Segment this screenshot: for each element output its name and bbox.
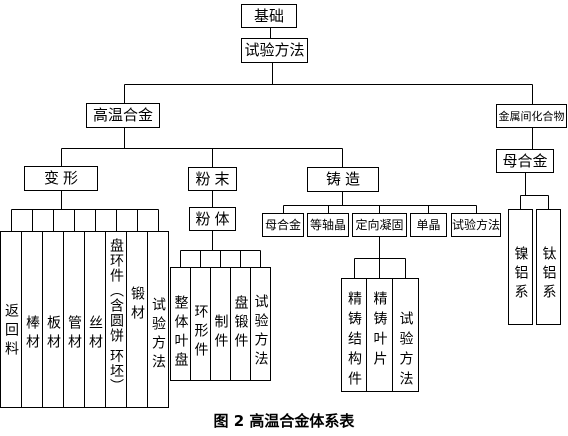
- cast-item-label: 单晶: [416, 218, 441, 232]
- method-node-label: 试验方法: [244, 41, 305, 59]
- wrought-item: 返回料: [0, 231, 22, 408]
- intermetallic-node: 金属间化合物: [496, 104, 567, 128]
- directional-item: 试验方法: [392, 278, 419, 392]
- cast-item: 等轴晶: [307, 213, 349, 237]
- cast-item-label: 试验方法: [452, 218, 501, 232]
- cast-node-label: 铸造: [325, 170, 364, 188]
- directional-item: 精铸结构件: [341, 278, 367, 392]
- powder-node: 粉末: [188, 167, 237, 191]
- wrought-item: 锻材: [126, 231, 148, 408]
- intermetallic-item-label: 钛铝系: [540, 246, 557, 303]
- intermetallic-item-label: 镍铝系: [512, 246, 529, 303]
- intermetallic-item: 镍铝系: [508, 209, 533, 325]
- root-node: 基础: [241, 4, 297, 28]
- wrought-node-label: 变形: [43, 169, 82, 187]
- cast-item-label: 母合金: [264, 218, 301, 232]
- directional-item-label: 精铸叶片: [371, 291, 388, 371]
- wrought-node: 变形: [24, 166, 98, 191]
- wrought-item: 盘环件（含圆饼 环坯）: [105, 231, 127, 408]
- figure-caption: 图 2 高温合金体系表: [213, 412, 355, 430]
- wrought-item: 丝材: [84, 231, 106, 408]
- powder-item: 制件: [210, 267, 231, 381]
- wrought-item: 试验方法: [147, 231, 169, 408]
- powder-item: 环形件: [190, 267, 211, 381]
- cast-item-label: 等轴晶: [309, 218, 346, 232]
- cast-item-directional: 定向凝固: [352, 213, 407, 237]
- intermetallic-master-node: 母合金: [496, 149, 554, 173]
- directional-item-label: 精铸结构件: [346, 291, 362, 391]
- wrought-item-label: 锻材: [129, 286, 145, 324]
- directional-item: 精铸叶片: [366, 278, 393, 392]
- powder-item-label: 整体叶盘: [172, 295, 189, 371]
- wrought-item-label: 丝材: [87, 315, 103, 353]
- wrought-item-label: 棒材: [24, 315, 40, 353]
- powder-item-label: 制件: [212, 314, 229, 352]
- wrought-item-label: 板材: [45, 315, 61, 353]
- wrought-item-label: 试验方法: [150, 297, 166, 373]
- wrought-item: 管材: [63, 231, 85, 408]
- intermetallic-item: 钛铝系: [536, 209, 561, 325]
- powder-item-label: 试验方法: [252, 294, 269, 370]
- powder-item: 试验方法: [250, 267, 271, 381]
- intermetallic-master-label: 母合金: [502, 151, 548, 170]
- intermetallic-node-label: 金属间化合物: [498, 109, 565, 123]
- wrought-item: 棒材: [21, 231, 43, 408]
- cast-item: 母合金: [262, 213, 304, 237]
- powder-item: 整体叶盘: [170, 267, 191, 381]
- cast-item: 单晶: [410, 213, 447, 237]
- cast-item: 试验方法: [451, 213, 501, 237]
- root-node-label: 基础: [253, 6, 284, 25]
- method-node: 试验方法: [241, 38, 308, 63]
- powder-item-label: 盘锻件: [232, 295, 249, 352]
- wrought-item-label: 返回料: [3, 303, 19, 360]
- cast-node: 铸造: [307, 167, 379, 192]
- superalloy-node: 高温合金: [86, 103, 160, 128]
- powder-item-label: 环形件: [192, 304, 209, 361]
- wrought-item: 板材: [42, 231, 64, 408]
- superalloy-node-label: 高温合金: [92, 106, 153, 124]
- wrought-item-label: 管材: [66, 315, 82, 353]
- powder-node-label: 粉末: [195, 169, 234, 188]
- cast-item-label: 定向凝固: [355, 218, 404, 232]
- directional-item-label: 试验方法: [397, 311, 414, 391]
- powder-sub-label: 粉体: [195, 209, 234, 228]
- powder-sub-node: 粉体: [189, 207, 236, 231]
- wrought-item-label: 盘环件（含圆饼 环坯）: [108, 238, 124, 394]
- powder-item: 盘锻件: [230, 267, 251, 381]
